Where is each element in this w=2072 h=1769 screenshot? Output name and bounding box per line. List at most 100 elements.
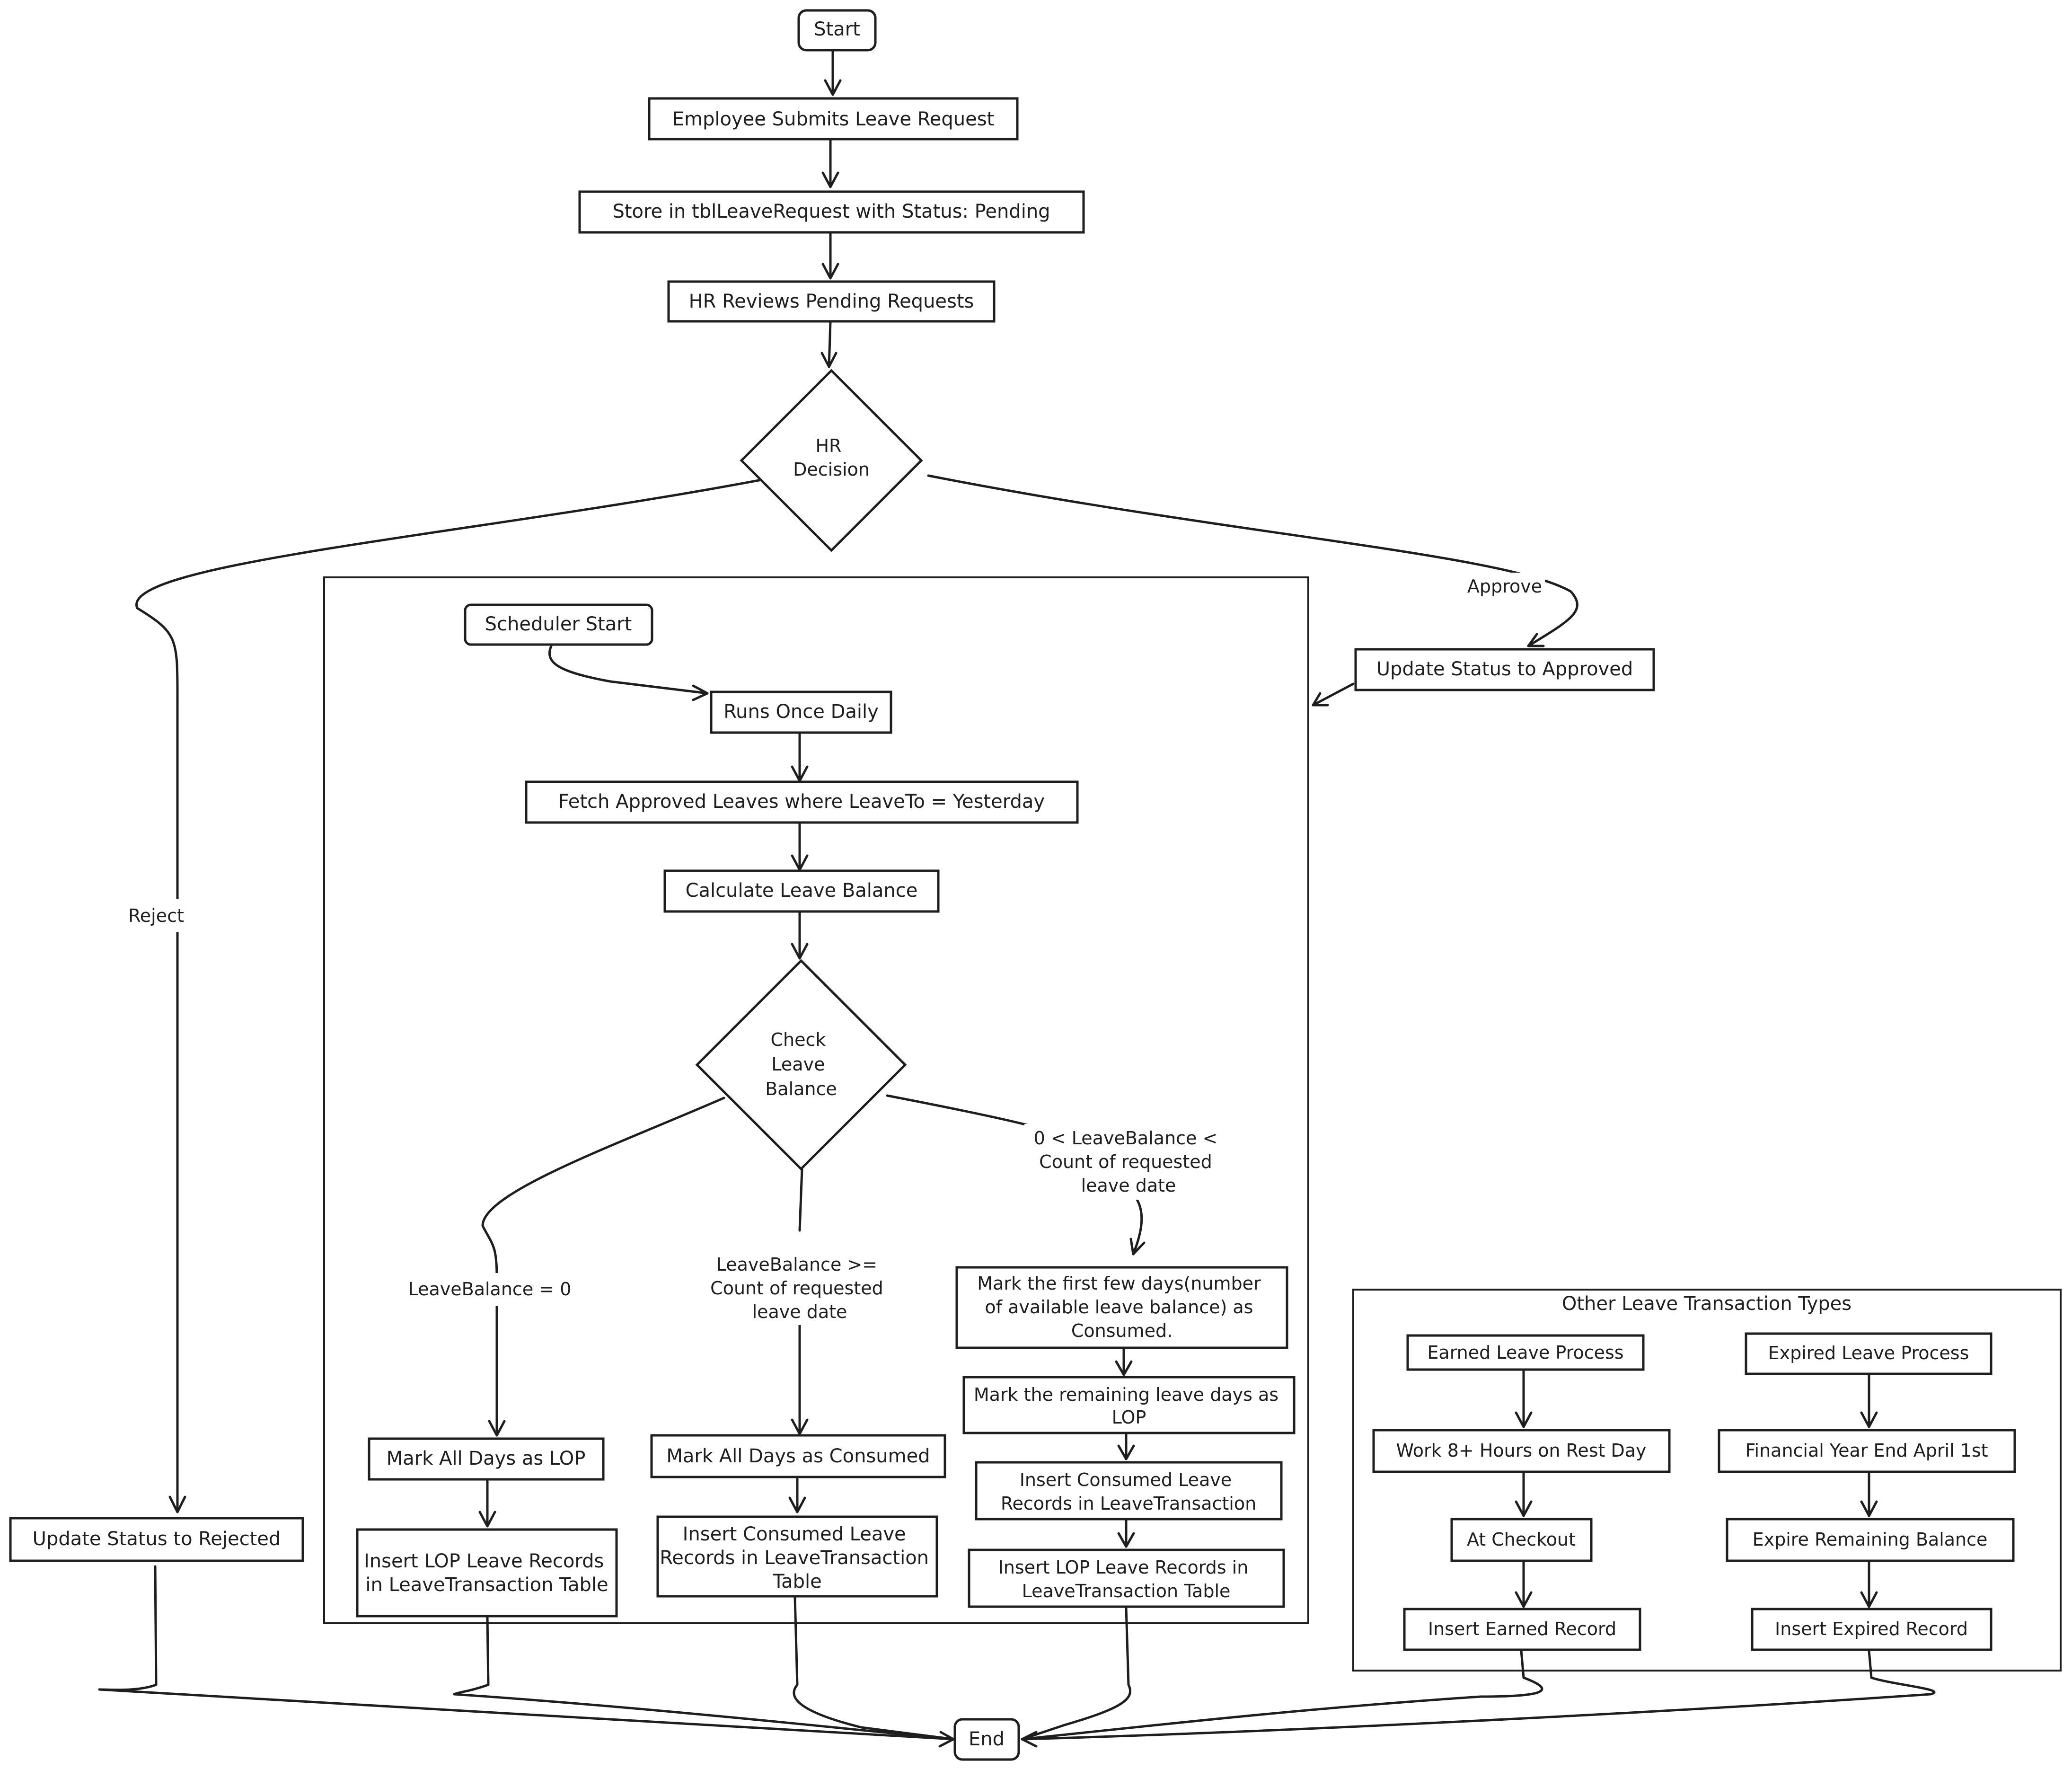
- other-transaction-types-title: Other Leave Transaction Types: [1562, 1293, 1852, 1315]
- edge-insertearned-end: [1021, 1649, 1543, 1741]
- svg-text:Insert Expired Record: Insert Expired Record: [1775, 1619, 1968, 1639]
- svg-text:LeaveBalance = 0: LeaveBalance = 0: [408, 1279, 572, 1300]
- edge-start-submit: [824, 50, 842, 96]
- svg-text:Mark the first few days(number: Mark the first few days(number of availa…: [977, 1273, 1266, 1341]
- financial-year-end-node: Financial Year End April 1st: [1718, 1429, 2016, 1473]
- edge-ge: [791, 1168, 809, 1435]
- edge-insertconsumed-end: [793, 1596, 955, 1741]
- svg-text:Update Status to Approved: Update Status to Approved: [1376, 658, 1633, 680]
- hr-review-node: HR Reviews Pending Requests: [667, 280, 996, 323]
- edge-approved-scheduler: [1312, 682, 1355, 707]
- edge-insertexpired-end: [1021, 1649, 1936, 1741]
- svg-text:Expired Leave Process: Expired Leave Process: [1768, 1343, 1969, 1363]
- svg-text:Insert LOP Leave Records in: Insert LOP Leave Records in LeaveTransac…: [998, 1557, 1254, 1601]
- svg-text:LeaveBalance >= Count of: LeaveBalance >= Count of requested leave…: [710, 1254, 889, 1322]
- svg-text:Mark the remaining leave days: Mark the remaining leave days as LOP: [974, 1384, 1284, 1428]
- edge-approve: [927, 474, 1578, 647]
- calculate-balance-node: Calculate Leave Balance: [663, 869, 940, 913]
- svg-text:HR Reviews Pending Requests: HR Reviews Pending Requests: [689, 291, 974, 312]
- at-checkout-node: At Checkout: [1450, 1518, 1593, 1562]
- edge-reject: [135, 477, 773, 1513]
- update-approved-node: Update Status to Approved: [1354, 648, 1655, 691]
- edge-fyend-expirerem: [1860, 1471, 1878, 1517]
- expire-remaining-node: Expire Remaining Balance: [1726, 1518, 2015, 1562]
- svg-text:Fetch Approved Leaves where Le: Fetch Approved Leaves where LeaveTo = Ye…: [558, 791, 1045, 813]
- svg-text:Check Leave Balanc: Check Leave Balance: [765, 1029, 837, 1099]
- edge-rejected-end: [98, 1565, 955, 1741]
- edge-zero: [481, 1097, 725, 1437]
- mark-remaining-node: Mark the remaining leave days as LOP: [962, 1376, 1296, 1434]
- insert-earned-record-node: Insert Earned Record: [1403, 1608, 1641, 1651]
- edge-label-reject: Reject: [118, 899, 189, 932]
- svg-text:Mark All Days as Consumed: Mark All Days as Consumed: [666, 1445, 930, 1467]
- edge-marklop-insertlop: [478, 1480, 496, 1528]
- svg-text:Runs Once Daily: Runs Once Daily: [723, 701, 879, 723]
- scheduler-group: [323, 576, 1309, 1624]
- svg-text:End: End: [969, 1728, 1005, 1750]
- edge-work8-checkout: [1515, 1471, 1533, 1517]
- scheduler-start-node: Scheduler Start: [464, 603, 653, 646]
- svg-text:Scheduler Start: Scheduler Start: [485, 613, 632, 635]
- insert-consumed-2-node: Insert Consumed Leave Records in LeaveTr…: [975, 1461, 1283, 1521]
- end-node: End: [953, 1718, 1020, 1761]
- svg-text:Approve: Approve: [1467, 576, 1542, 597]
- store-pending-node: Store in tblLeaveRequest with Status: Pe…: [578, 190, 1085, 234]
- check-balance-node: Check Leave Balance: [695, 959, 907, 1171]
- svg-text:Start: Start: [814, 18, 860, 40]
- start-node: Start: [797, 9, 877, 52]
- edge-runsdaily-fetch: [791, 732, 809, 782]
- svg-text:Insert Consumed Leave Re: Insert Consumed Leave Records in LeaveTr…: [660, 1523, 935, 1592]
- svg-text:Earned Leave Process: Earned Leave Process: [1427, 1342, 1623, 1363]
- svg-text:HR Decision: HR Decision: [793, 435, 870, 480]
- work-8-hours-node: Work 8+ Hours on Rest Day: [1372, 1429, 1671, 1473]
- svg-text:Financial Year End April 1st: Financial Year End April 1st: [1745, 1440, 1988, 1461]
- insert-lop-2-node: Insert LOP Leave Records in LeaveTransac…: [968, 1548, 1285, 1608]
- svg-text:Mark All Days as LOP: Mark All Days as LOP: [387, 1448, 586, 1469]
- svg-text:Store in tblLeaveRequest with: Store in tblLeaveRequest with Status: Pe…: [612, 201, 1050, 222]
- edge-expired-fyend: [1860, 1373, 1878, 1428]
- svg-text:Calculate Leave Balance: Calculate Leave Balance: [686, 880, 918, 902]
- edge-calc-check: [791, 911, 809, 960]
- svg-text:Reject: Reject: [128, 905, 184, 926]
- svg-text:Expire Remaining Balance: Expire Remaining Balance: [1753, 1529, 1988, 1550]
- insert-lop-node: Insert LOP Leave Records in LeaveTransac…: [356, 1528, 618, 1618]
- edge-markfirst-markremaining: [1115, 1347, 1133, 1376]
- mark-all-consumed-node: Mark All Days as Consumed: [650, 1434, 946, 1478]
- edge-hrreview-decision: [820, 320, 838, 368]
- edge-label-approve: Approve: [1464, 573, 1545, 601]
- edge-insertlop2-end: [1021, 1607, 1132, 1741]
- insert-expired-record-node: Insert Expired Record: [1751, 1608, 1993, 1651]
- edge-insertlop-end: [453, 1616, 955, 1741]
- svg-text:At Checkout: At Checkout: [1467, 1529, 1576, 1550]
- svg-text:Update Status to Rejected: Update Status to Rejected: [33, 1528, 281, 1550]
- edge-store-hrreview: [821, 231, 839, 280]
- earned-leave-process-node: Earned Leave Process: [1406, 1334, 1645, 1371]
- expired-leave-process-node: Expired Leave Process: [1745, 1332, 1993, 1375]
- mark-all-lop-node: Mark All Days as LOP: [368, 1437, 605, 1481]
- edge-insertconsumed2-insertlop2: [1117, 1519, 1135, 1548]
- edge-label-zero: LeaveBalance = 0: [405, 1273, 575, 1306]
- svg-text:Work 8+ Hours on Rest Day: Work 8+ Hours on Rest Day: [1396, 1440, 1646, 1461]
- svg-text:Insert LOP Leave Records: Insert LOP Leave Records in LeaveTransac…: [364, 1550, 610, 1596]
- mark-first-days-node: Mark the first few days(number of availa…: [955, 1266, 1288, 1349]
- other-transaction-types-group: Other Leave Transaction Types: [1352, 1289, 2062, 1672]
- svg-text:0 < LeaveBalance < Count: 0 < LeaveBalance < Count of requested le…: [1034, 1128, 1224, 1196]
- edge-markremaining-insertconsumed2: [1117, 1433, 1135, 1460]
- hr-decision-node: HR Decision: [740, 369, 923, 552]
- end-arrowheads: [938, 1731, 1038, 1748]
- fetch-approved-node: Fetch Approved Leaves where LeaveTo = Ye…: [525, 780, 1079, 824]
- edge-label-ge: LeaveBalance >= Count of requested leave…: [705, 1249, 894, 1325]
- edge-fetch-calc: [791, 822, 809, 871]
- runs-daily-node: Runs Once Daily: [710, 690, 892, 734]
- update-rejected-node: Update Status to Rejected: [9, 1517, 304, 1562]
- insert-consumed-node: Insert Consumed Leave Records in LeaveTr…: [656, 1515, 938, 1598]
- edge-schedstart-runsdaily: [548, 645, 709, 701]
- edge-submit-store: [821, 139, 839, 188]
- submit-request-node: Employee Submits Leave Request: [648, 97, 1019, 141]
- edge-earned-work8: [1515, 1369, 1533, 1428]
- svg-text:Employee Submits Leave Request: Employee Submits Leave Request: [672, 108, 994, 130]
- svg-text:Insert Earned Record: Insert Earned Record: [1428, 1619, 1616, 1639]
- svg-text:Insert Consumed Leave Re: Insert Consumed Leave Records in LeaveTr…: [1001, 1469, 1256, 1514]
- edge-checkout-insertearned: [1515, 1560, 1533, 1608]
